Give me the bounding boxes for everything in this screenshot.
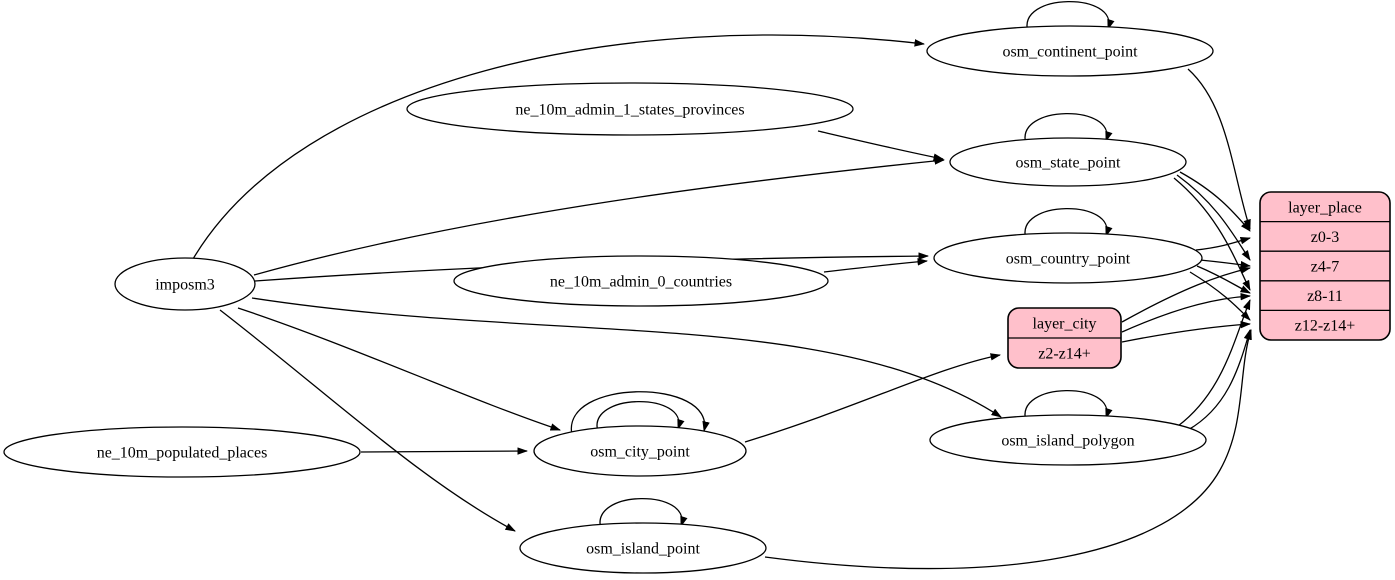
edge-layer_city-to-layer_place-z8-11 bbox=[1121, 292, 1251, 333]
edge-osm_country_point-to-layer_place-z12-z14+ bbox=[1189, 271, 1251, 321]
node-ne_10m_admin_0_countries: ne_10m_admin_0_countries bbox=[453, 255, 829, 307]
edge-ne_10m_admin_1_states_provinces-to-osm_state_point bbox=[817, 130, 944, 161]
node-osm_continent_point: osm_continent_point bbox=[926, 25, 1214, 77]
edge-osm_country_point-to-layer_place-z8-11 bbox=[1196, 265, 1251, 294]
record-layer_place: layer_place z0-3 z4-7 z8-11 z12-z14+ bbox=[1259, 191, 1391, 341]
record-row-layer_place-z0-3: z0-3 bbox=[1311, 229, 1339, 246]
edge-osm_country_point-to-layer_place-z4-7 bbox=[1199, 259, 1251, 269]
record-row-layer_city-z2-z14+: z2-z14+ bbox=[1038, 346, 1091, 363]
edge-layer_city-to-layer_place-z12-z14+ bbox=[1121, 320, 1251, 343]
self-loop-osm_state_point bbox=[1024, 112, 1113, 145]
self-loop-osm_continent_point bbox=[1026, 0, 1115, 33]
node-label-osm_continent_point: osm_continent_point bbox=[1002, 44, 1138, 61]
edge-layer_city-to-layer_place-z4-7 bbox=[1121, 266, 1251, 323]
edge-osm_island_point-to-layer_place-z12-z14+ bbox=[764, 329, 1252, 570]
node-label-osm_state_point: osm_state_point bbox=[1016, 155, 1121, 172]
node-label-osm_country_point: osm_country_point bbox=[1006, 251, 1131, 268]
edge-osm_island_polygon-to-layer_place-z12-z14+ bbox=[1187, 329, 1251, 431]
edge-osm_country_point-to-layer_place-z0-3 bbox=[1195, 237, 1251, 251]
node-label-osm_island_polygon: osm_island_polygon bbox=[1001, 433, 1134, 450]
edge-osm_continent_point-to-layer_place-z0-3 bbox=[1187, 68, 1251, 230]
node-label-ne_10m_admin_1_states_provinces: ne_10m_admin_1_states_provinces bbox=[515, 102, 744, 119]
edge-ne_10m_admin_0_countries-to-osm_country_point bbox=[823, 258, 928, 273]
record-row-layer_place-z8-11: z8-11 bbox=[1307, 288, 1343, 305]
node-osm_state_point: osm_state_point bbox=[949, 137, 1187, 187]
node-label-osm_island_point: osm_island_point bbox=[586, 541, 700, 558]
node-ne_10m_admin_1_states_provinces: ne_10m_admin_1_states_provinces bbox=[406, 82, 854, 136]
record-title-layer_city: layer_city bbox=[1033, 316, 1097, 333]
self-loop-osm_country_point bbox=[1024, 207, 1113, 240]
edge-imposm3-to-osm_city_point bbox=[237, 307, 561, 431]
edge-osm_state_point-to-layer_place-z4-7 bbox=[1176, 174, 1251, 261]
self-loop-osm_city_point-outer bbox=[570, 391, 710, 436]
node-label-ne_10m_admin_0_countries: ne_10m_admin_0_countries bbox=[550, 274, 732, 291]
node-label-osm_city_point: osm_city_point bbox=[590, 444, 690, 461]
node-osm_city_point: osm_city_point bbox=[533, 425, 747, 477]
record-title-layer_place: layer_place bbox=[1288, 199, 1362, 216]
edge-imposm3-to-osm_island_polygon bbox=[251, 297, 1002, 418]
edge-osm_state_point-to-layer_place-z0-3 bbox=[1179, 171, 1251, 232]
node-label-ne_10m_populated_places: ne_10m_populated_places bbox=[97, 445, 268, 462]
edge-osm_city_point-to-layer_city-z2-z14+ bbox=[744, 353, 1001, 443]
record-row-layer_place-z4-7: z4-7 bbox=[1311, 259, 1339, 276]
node-label-imposm3: imposm3 bbox=[155, 277, 215, 294]
node-imposm3: imposm3 bbox=[114, 257, 256, 311]
node-osm_country_point: osm_country_point bbox=[933, 232, 1203, 284]
node-osm_island_polygon: osm_island_polygon bbox=[929, 414, 1207, 466]
record-row-layer_place-z12-z14+: z12-z14+ bbox=[1295, 318, 1356, 335]
edge-ne_10m_populated_places-to-osm_city_point bbox=[360, 447, 528, 455]
edge-imposm3-to-osm_state_point bbox=[253, 157, 945, 276]
node-ne_10m_populated_places: ne_10m_populated_places bbox=[3, 426, 361, 478]
edge-imposm3-to-osm_continent_point bbox=[192, 34, 925, 260]
edge-osm_island_polygon-to-layer_place-z8-11 bbox=[1177, 299, 1251, 427]
self-loop-osm_city_point bbox=[596, 400, 685, 433]
record-layer_city: layer_city z2-z14+ bbox=[1007, 307, 1122, 369]
self-loop-osm_island_polygon bbox=[1024, 389, 1113, 422]
edge-osm_state_point-to-layer_place-z8-11 bbox=[1173, 177, 1251, 291]
edge-imposm3-to-osm_island_point bbox=[219, 309, 516, 532]
node-osm_island_point: osm_island_point bbox=[519, 522, 767, 574]
self-loop-osm_island_point bbox=[599, 497, 688, 530]
